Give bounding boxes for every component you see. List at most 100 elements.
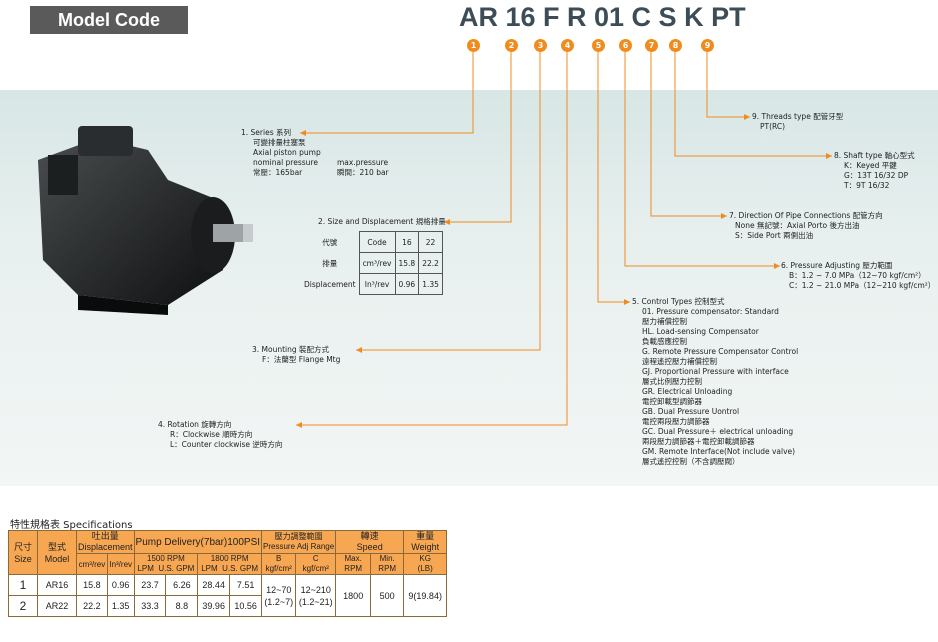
spec-sub: C kgf/cm² [295,553,337,575]
control-line: HL. Load-sensing Compensator [642,327,759,336]
series-block: 1. Series 系列 可變排量柱塞泵 Axial piston pump n… [241,128,389,178]
shaft-title: 8. Shaft type 軸心型式 [834,151,915,160]
pressure-line-1: B：1.2 ~ 7.0 MPa（12~70 kgf/cm²） [789,271,926,280]
spec-sub: LPM [137,564,154,573]
spec-cell: 500 [370,574,405,617]
rotation-block: 4. Rotation 旋轉方向 R：Clockwise 順時方向 L：Coun… [158,420,282,450]
pressure-title: 6. Pressure Adjusting 壓力範圍 [781,261,893,270]
spec-sub: In³/rev [106,553,135,575]
disp-cell: Displacement [304,279,356,289]
spec-title: 特性規格表 Specifications [10,520,133,531]
direction-line-1: None 無記號：Axial Porto 後方出油 [735,221,860,230]
control-line: 壓力補償控制 [642,317,687,326]
marker-6: 6 [619,39,632,52]
spec-cell: AR16 [37,574,77,596]
spec-cell: 23.7 [133,574,167,596]
spec-cell: 15.8 [76,574,108,596]
spec-cell: 12~210 (1.2~21) [295,574,337,617]
marker-5: 5 [592,39,605,52]
spec-1500: 1500 RPM [147,554,185,563]
control-line: 01. Pressure compensator: Standard [642,307,779,316]
rotation-line-2: L：Counter clockwise 逆時方向 [170,440,283,449]
control-line: 遠程遙控壓力補償控制 [642,357,717,366]
spec-header-speed: 轉速 Speed [335,530,405,554]
disp-cell: 0.96 [394,273,420,295]
control-line: G. Remote Pressure Compensator Control [642,347,799,356]
threads-line: PT(RC) [760,122,786,131]
marker-8: 8 [669,39,682,52]
size-title: 2. Size and Displacement 規格排量 [318,217,446,226]
spec-cell: 9(19.84) [403,574,448,617]
control-block: 5. Control Types 控制型式 01. Pressure compe… [632,297,798,467]
spec-cell: 39.96 [197,595,231,617]
control-line: 層式遙控控制（不含調壓閥） [642,457,740,466]
spec-cell: 1.35 [106,595,135,617]
spec-header-size: 尺寸 Size [8,530,38,575]
spec-cell: AR22 [37,595,77,617]
leader-lines [296,52,832,428]
pump-image [38,126,253,315]
spec-cell: 12~70 (1.2~7) [261,574,297,617]
control-line: GB. Dual Pressure Uontrol [642,407,740,416]
spec-sub: U.S. GPM [222,564,259,573]
marker-9: 9 [701,39,714,52]
control-line: 兩段壓力調節器＋電控卸載調節器 [642,437,755,446]
spec-cell: 33.3 [133,595,167,617]
disp-cell: 排量 [322,258,338,268]
spec-header-displacement: 吐出量 Displacement [76,530,135,554]
series-max-label: max.pressure [337,158,389,167]
spec-cell: 1800 [335,574,372,617]
pressure-block: 6. Pressure Adjusting 壓力範圍 B：1.2 ~ 7.0 M… [781,261,935,291]
spec-cell: 7.51 [229,574,263,596]
spec-header-model: 型式 Model [37,530,77,575]
rotation-line-1: R：Clockwise 順時方向 [170,430,253,439]
spec-sub: KG (LB) [403,553,448,575]
spec-sub: U.S. GPM [158,564,195,573]
disp-cell: 16 [394,231,420,253]
mounting-block: 3. Mounting 裝配方式 F：法蘭型 Flange Mtg [252,345,340,365]
spec-header-weight: 重量 Weight [403,530,448,554]
series-max-value: 瞬間：210 bar [337,168,389,177]
mounting-title: 3. Mounting 裝配方式 [252,345,330,354]
displacement-table: 代號 Code 16 22 排量 cm³/rev 15.8 22.2 Displ… [301,231,443,295]
spec-cell: 0.96 [106,574,135,596]
control-line: 電控卸載型調節器 [642,397,702,406]
disp-cell: cm³/rev [358,252,396,274]
marker-1: 1 [467,39,480,52]
spec-1800: 1800 RPM [210,554,249,563]
spec-rpm-group: 1500 RPM LPM U.S. GPM [133,553,199,575]
disp-cell: 15.8 [394,252,420,274]
spec-cell: 28.44 [197,574,231,596]
spec-sub: Min. RPM [370,553,405,575]
direction-line-2: S：Side Port 兩側出油 [735,231,814,240]
spec-cell: 8.8 [165,595,199,617]
series-pressure-value: 常壓：165bar [253,168,303,177]
spec-cell: 6.26 [165,574,199,596]
marker-2: 2 [505,39,518,52]
series-line-1: 可變排量柱塞泵 [253,138,306,147]
disp-cell: In³/rev [358,273,396,295]
shaft-block: 8. Shaft type 軸心型式 K：Keyed 平鍵 G：13T 16/3… [834,151,915,191]
direction-title: 7. Direction Of Pipe Connections 配管方向 [729,211,883,220]
series-pressure-label: nominal pressure [253,158,318,167]
mounting-line: F：法蘭型 Flange Mtg [262,355,341,364]
spec-sub: B kgf/cm² [261,553,297,575]
spec-header-pump-delivery: Pump Delivery(7bar)100PSI [133,530,263,554]
spec-sub: cm³/rev [76,553,108,575]
disp-cell: 1.35 [418,273,443,295]
disp-cell: 22.2 [418,252,443,274]
rotation-title: 4. Rotation 旋轉方向 [158,420,232,429]
control-line: GM. Remote Interface(Not include valve) [642,447,796,456]
control-line: GJ. Proportional Pressure with interface [642,367,789,376]
threads-title: 9. Threads type 配管牙型 [752,112,844,121]
disp-cell: 代號 [322,237,338,247]
shaft-line-2: G：13T 16/32 DP [844,171,909,180]
shaft-line-3: T：9T 16/32 [844,181,890,190]
control-line: 電控兩段壓力調節器 [642,417,710,426]
pressure-line-2: C：1.2 ~ 21.0 MPa（12~210 kgf/cm²） [789,281,936,290]
control-line: 負載感應控制 [642,337,687,346]
threads-block: 9. Threads type 配管牙型 PT(RC) [752,112,843,132]
model-code-string: AR 16 F R 01 C S K PT [459,2,746,32]
spec-table: 尺寸 Size 型式 Model 吐出量 Displacement Pump D… [8,530,448,617]
spec-cell: 10.56 [229,595,263,617]
